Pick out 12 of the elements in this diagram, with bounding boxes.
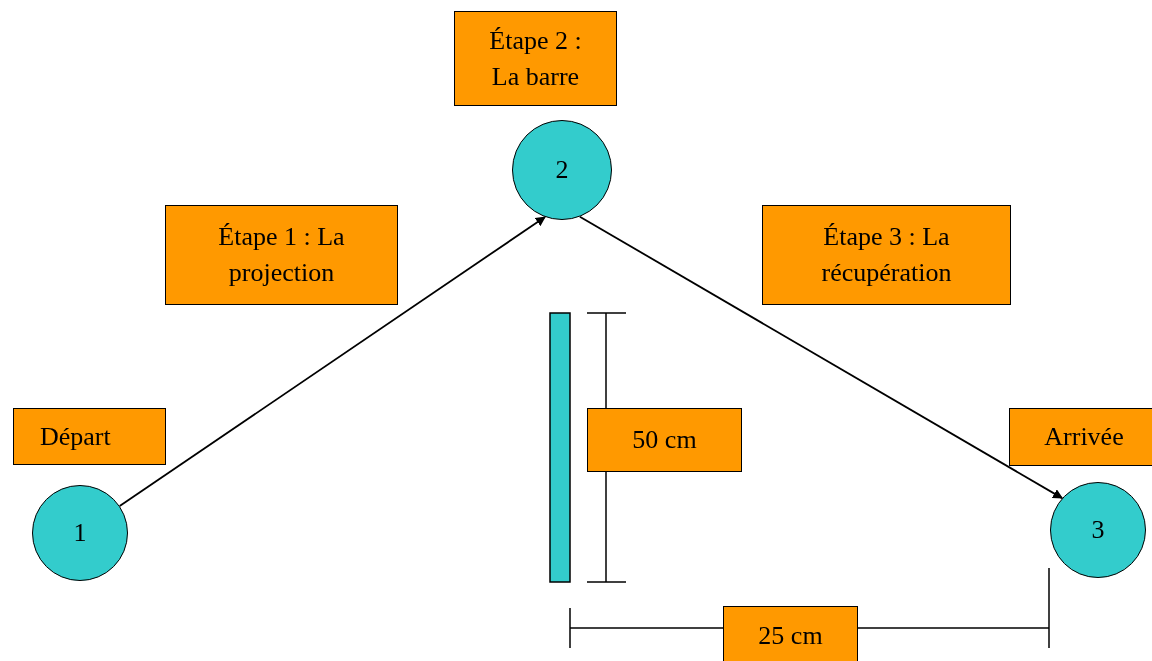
arrow	[579, 215, 1063, 499]
arrow	[118, 216, 546, 507]
step-label: Étape 2 : La barre	[454, 11, 617, 106]
dimension-label: 25 cm	[723, 606, 858, 661]
station-circle: 2	[512, 120, 612, 220]
step-label: Étape 3 : La récupération	[762, 205, 1011, 305]
station-circle: 1	[32, 485, 128, 581]
step-label: Étape 1 : La projection	[165, 205, 398, 305]
finish-label: Arrivée	[1009, 408, 1152, 466]
station-circle: 3	[1050, 482, 1146, 578]
start-label: Départ	[13, 408, 166, 465]
dimension-label: 50 cm	[587, 408, 742, 472]
